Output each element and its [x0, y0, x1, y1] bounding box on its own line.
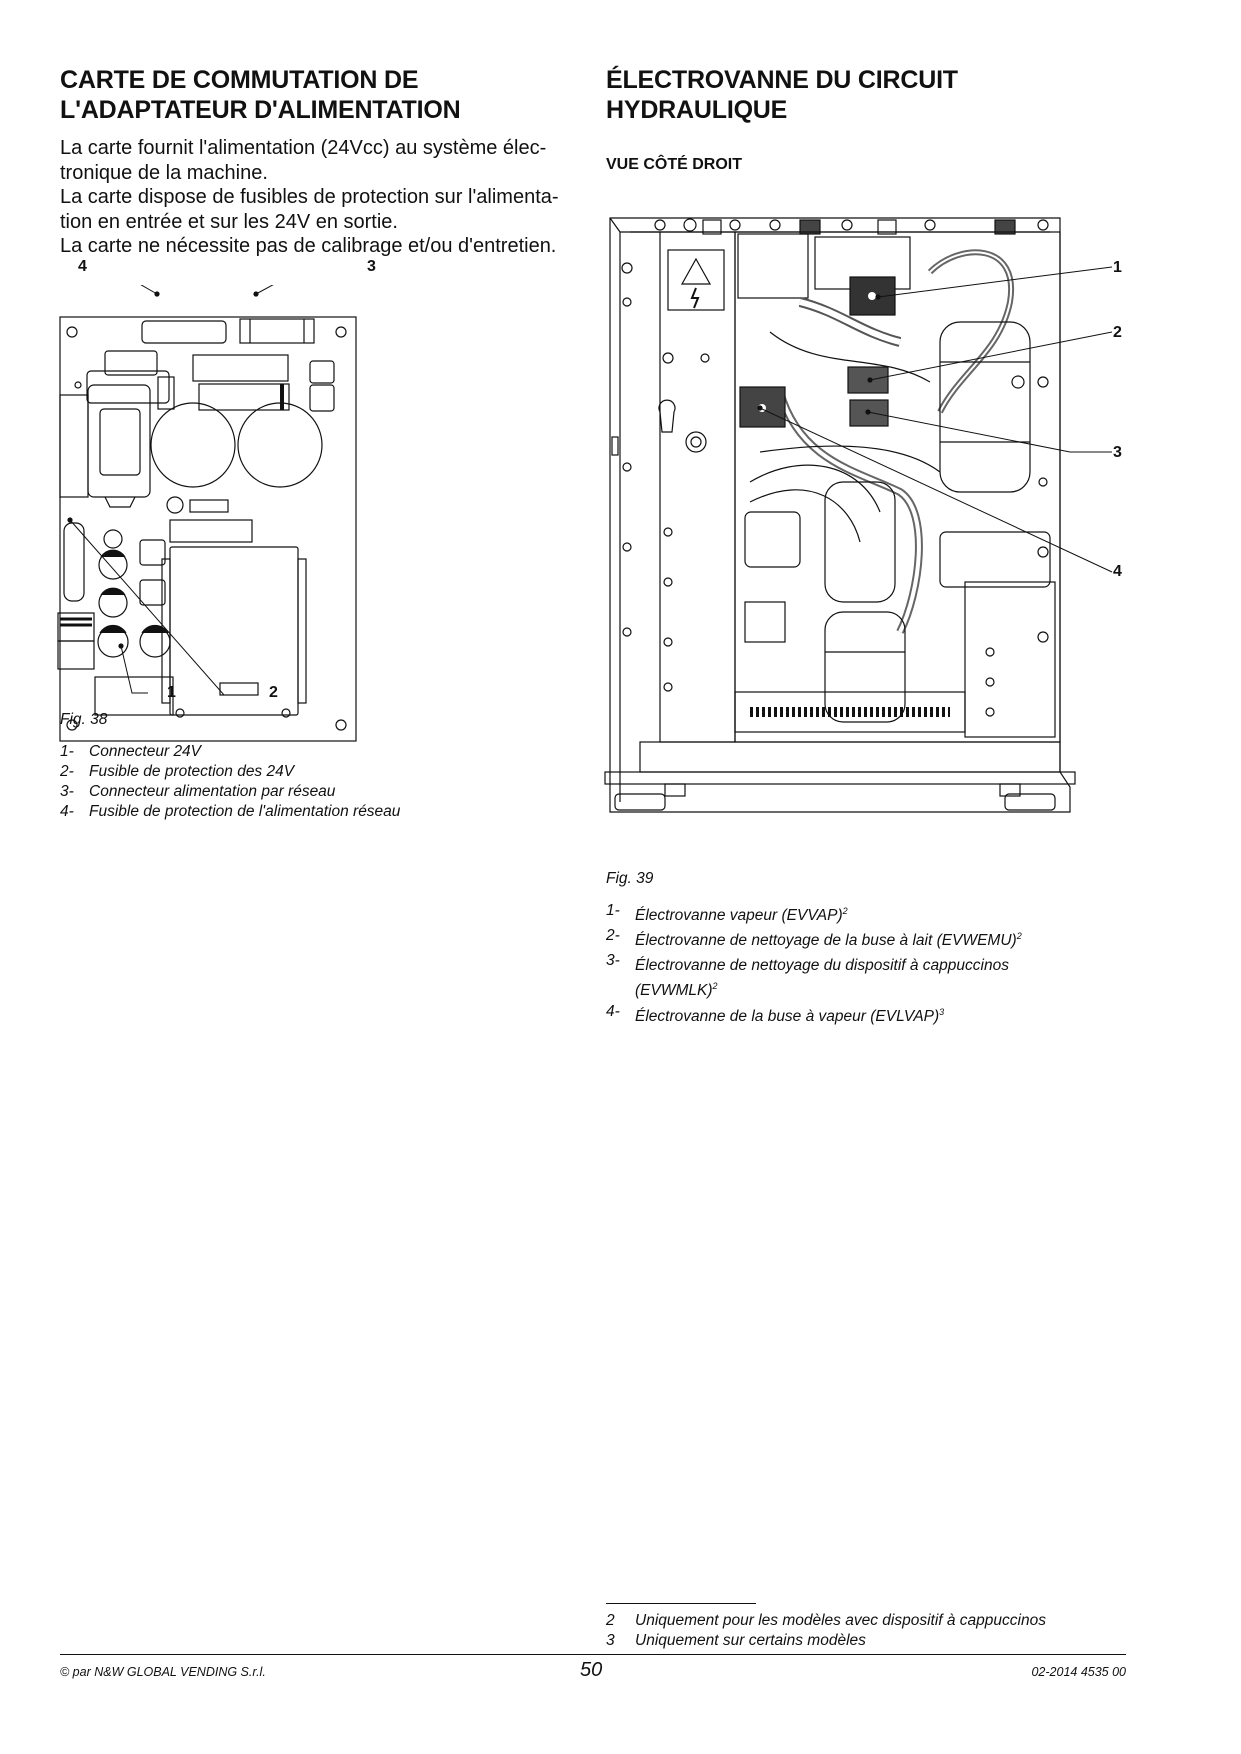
paragraph-line: La carte dispose de fusibles de protecti…	[60, 186, 559, 208]
figure-caption-39: Fig. 39	[606, 870, 654, 887]
left-section-title: CARTE DE COMMUTATION DE L'ADAPTATEUR D'A…	[60, 65, 580, 125]
footer-rule	[60, 1654, 1126, 1655]
right-title-line1: ÉLECTROVANNE DU CIRCUIT	[606, 66, 958, 94]
legend-item: 4-Électrovanne de la buse à vapeur (EVLV…	[606, 1002, 945, 1025]
legend-item: 1-Électrovanne vapeur (EVVAP)2	[606, 902, 848, 925]
legend-item: 3-Connecteur alimentation par réseau	[60, 783, 336, 800]
paragraph-line: La carte fournit l'alimentation (24Vcc) …	[60, 137, 547, 159]
mounting-hole	[335, 326, 347, 338]
legend-item: 2-Fusible de protection des 24V	[60, 763, 295, 780]
mounting-hole	[335, 719, 347, 731]
mounting-hole	[66, 719, 78, 731]
callout-1: 1	[167, 684, 176, 701]
right-legend: 1-Électrovanne vapeur (EVVAP)2 2-Électro…	[606, 901, 1126, 1027]
right-section-title: ÉLECTROVANNE DU CIRCUIT HYDRAULIQUE	[606, 65, 1126, 125]
footnote-rule	[606, 1603, 756, 1604]
page-number: 50	[580, 1659, 603, 1681]
connector-24v	[94, 676, 174, 716]
paragraph-line: tion en entrée et sur les 24V en sortie.	[60, 210, 398, 233]
callout-4: 4	[1113, 563, 1122, 580]
callout-1: 1	[1113, 259, 1122, 276]
left-legend: 1-Connecteur 24V 2-Fusible de protection…	[60, 742, 540, 822]
mounting-hole	[66, 326, 78, 338]
mains-connector	[239, 318, 315, 344]
legend-item: 3-Électrovanne de nettoyage du dispositi…	[606, 952, 1009, 975]
mains-fuse	[141, 320, 227, 344]
left-title-line1: CARTE DE COMMUTATION DE	[60, 66, 419, 94]
right-subtitle: VUE CÔTÉ DROIT	[606, 156, 743, 173]
left-title-line2: L'ADAPTATEUR D'ALIMENTATION	[60, 96, 461, 124]
right-title-line2: HYDRAULIQUE	[606, 96, 788, 124]
relay-block	[169, 546, 299, 716]
legend-item: 4-Fusible de protection de l'alimentatio…	[60, 803, 401, 820]
power-board-figure	[57, 285, 357, 742]
footer-doc-code: 02-2014 4535 00	[1031, 1665, 1126, 1679]
callout-3: 3	[367, 258, 376, 275]
cabinet-outline	[609, 217, 1071, 813]
fuse-24v	[63, 522, 85, 602]
legend-item: 2-Électrovanne de nettoyage de la buse à…	[606, 927, 1022, 950]
callout-2: 2	[269, 684, 278, 701]
footer-copyright: © par N&W GLOBAL VENDING S.r.l.	[60, 1665, 266, 1679]
figure-caption-38: Fig. 38	[60, 711, 108, 728]
callout-4: 4	[78, 258, 87, 275]
machine-interior-figure	[604, 217, 1113, 813]
capacitor-large	[150, 402, 236, 488]
board-outline	[59, 316, 357, 742]
left-paragraph: La carte fournit l'alimentation (24Vcc) …	[60, 136, 590, 259]
mounting-hole	[74, 381, 82, 389]
legend-item: (EVWMLK)2	[635, 981, 718, 1000]
callout-3: 3	[1113, 444, 1122, 461]
paragraph-line: La carte ne nécessite pas de calibrage e…	[60, 235, 557, 257]
legend-item: 1-Connecteur 24V	[60, 743, 202, 760]
paragraph-line: tronique de la machine.	[60, 161, 268, 184]
heatsink	[57, 612, 95, 642]
warning-sign	[667, 249, 725, 311]
callout-2: 2	[1113, 324, 1122, 341]
capacitor-large	[237, 402, 323, 488]
